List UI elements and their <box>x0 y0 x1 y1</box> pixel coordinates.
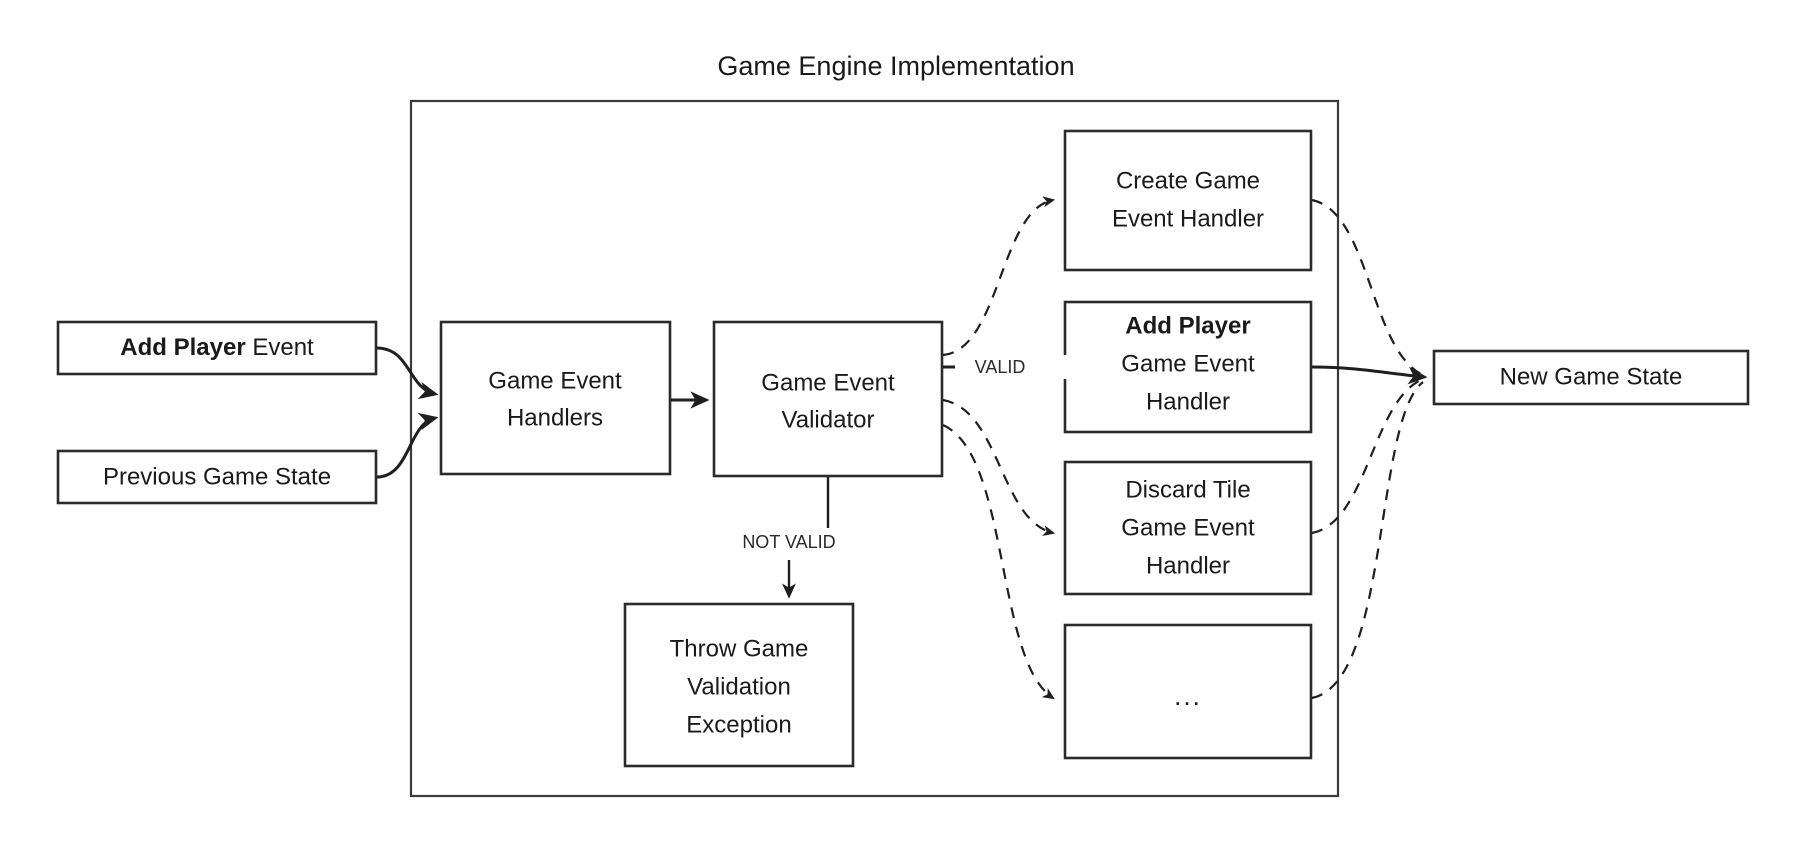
edge-add-player-handler-to-new-state <box>1311 365 1428 385</box>
node-exception-line1: Throw Game <box>670 635 809 662</box>
node-add-player-event-label: Add Player Event <box>120 334 314 361</box>
node-more-handlers[interactable] <box>1063 623 1313 760</box>
valid-label-backdrop <box>955 355 1083 379</box>
node-exception-line3: Exception <box>686 711 791 738</box>
node-discard-handler-line3: Handler <box>1146 552 1230 579</box>
node-add-player-event[interactable] <box>56 320 378 376</box>
edge-discard-handler-to-new-state <box>1311 377 1424 535</box>
node-create-game-event-handler[interactable] <box>1063 129 1313 272</box>
node-game-event-handlers[interactable] <box>439 320 672 476</box>
node-create-handler-line2: Event Handler <box>1112 205 1264 232</box>
node-discard-handler-line2: Game Event <box>1121 514 1255 541</box>
node-game-event-handlers-line1: Game Event <box>488 367 622 394</box>
game-engine-container <box>409 99 1340 798</box>
node-create-handler-line1: Create Game <box>1116 167 1260 194</box>
node-more-handlers-label: ... <box>1174 681 1202 711</box>
node-game-event-handlers-line2: Handlers <box>507 404 603 431</box>
edge-previous-state-to-handlers <box>376 412 439 479</box>
node-exception-line2: Validation <box>687 673 791 700</box>
edge-create-handler-to-new-state <box>1311 198 1424 376</box>
edge-more-handlers-to-new-state <box>1311 381 1424 700</box>
add-player-event-bold: Add Player <box>120 334 245 361</box>
edge-label-valid: VALID <box>975 357 1026 377</box>
node-add-player-handler-bold: Add Player <box>1125 312 1250 339</box>
edge-validator-to-more-handlers <box>942 423 1055 700</box>
node-throw-game-validation-exception[interactable] <box>623 602 855 768</box>
edge-validator-to-discard-handler <box>942 398 1056 536</box>
add-player-event-plain: Event <box>246 334 314 361</box>
node-previous-game-state[interactable] <box>56 449 378 505</box>
edge-validator-to-create-handler <box>942 196 1056 357</box>
edge-label-not-valid: NOT VALID <box>742 532 835 552</box>
node-new-game-state-label: New Game State <box>1500 363 1683 390</box>
node-game-event-validator-line1: Game Event <box>761 369 895 396</box>
node-add-player-handler-line2: Handler <box>1146 388 1230 415</box>
edge-add-player-event-to-handlers <box>376 346 439 400</box>
diagram-title: Game Engine Implementation <box>717 51 1074 81</box>
node-new-game-state[interactable] <box>1432 349 1750 406</box>
node-add-player-handler-line1: Game Event <box>1121 350 1255 377</box>
node-discard-tile-game-event-handler[interactable] <box>1063 460 1313 596</box>
node-previous-game-state-label: Previous Game State <box>103 463 331 490</box>
node-game-event-validator[interactable] <box>712 320 944 478</box>
node-discard-handler-line1: Discard Tile <box>1125 476 1250 503</box>
node-game-event-validator-line2: Validator <box>782 406 875 433</box>
